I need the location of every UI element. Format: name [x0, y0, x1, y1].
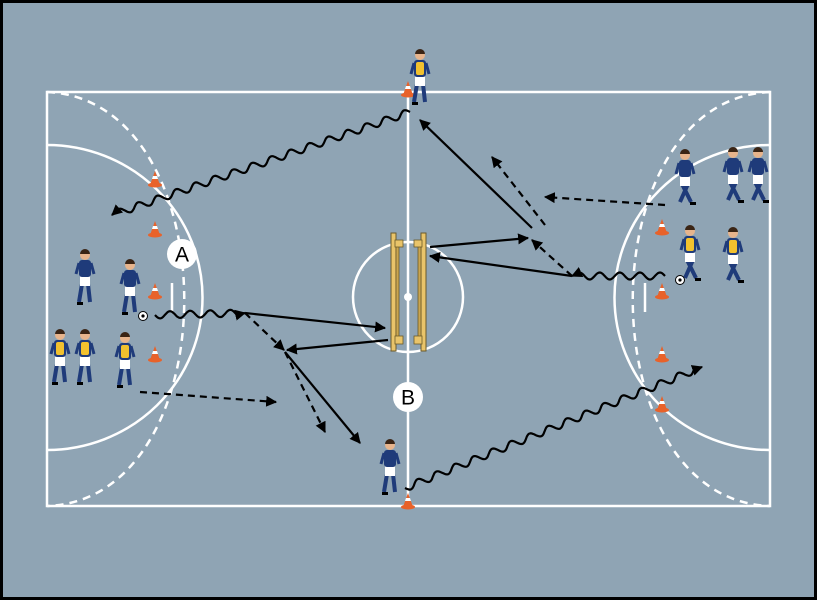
player-yellow-bib	[49, 329, 71, 385]
player-blue	[674, 149, 696, 205]
cone-icon	[655, 346, 669, 363]
pass-arrow	[429, 233, 530, 249]
ball-icon	[138, 311, 148, 321]
pass-arrow	[428, 251, 573, 278]
cone-icon	[655, 219, 669, 236]
pass-arrow	[284, 351, 361, 444]
cone-icon	[655, 283, 669, 300]
player-yellow-bib	[114, 332, 136, 388]
player-yellow-bib	[722, 227, 744, 283]
dribble-arrow	[111, 109, 411, 216]
player-blue	[119, 259, 141, 315]
cone-icon	[401, 493, 415, 510]
center-circle	[351, 240, 465, 354]
pass-arrow	[419, 119, 533, 229]
cone-icon	[148, 171, 162, 188]
player-blue	[722, 147, 744, 203]
left-dashed-arc	[46, 90, 186, 508]
label-b-marker: B	[393, 382, 423, 412]
run-arrow	[244, 312, 285, 351]
label-a: A	[175, 244, 189, 267]
pass-arrow	[285, 338, 389, 355]
rebound-board-right	[413, 232, 427, 352]
dribble-arrow	[154, 308, 247, 321]
player-blue	[379, 439, 401, 495]
right-dashed-arc	[631, 90, 771, 508]
run-arrow	[139, 390, 278, 407]
player-yellow-bib	[409, 49, 431, 105]
right-penalty-area	[613, 143, 771, 452]
cone-icon	[148, 346, 162, 363]
player-blue	[747, 147, 769, 203]
label-a-marker: A	[167, 239, 197, 269]
player-yellow-bib	[679, 225, 701, 281]
center-spot	[404, 293, 412, 301]
player-yellow-bib	[74, 329, 96, 385]
pass-arrow	[244, 311, 387, 333]
cone-icon	[401, 81, 415, 98]
run-arrow	[491, 156, 546, 226]
run-arrow	[543, 192, 666, 207]
left-penalty-area	[46, 143, 204, 452]
label-b: B	[401, 387, 415, 410]
dribble-arrow	[570, 266, 666, 281]
dribble-arrow	[404, 365, 704, 491]
run-arrow	[284, 351, 326, 433]
player-blue	[74, 249, 96, 305]
cone-icon	[655, 396, 669, 413]
run-arrow	[531, 239, 573, 277]
cone-icon	[148, 221, 162, 238]
rebound-board-left	[390, 232, 404, 352]
cone-icon	[148, 283, 162, 300]
ball-icon	[675, 275, 685, 285]
